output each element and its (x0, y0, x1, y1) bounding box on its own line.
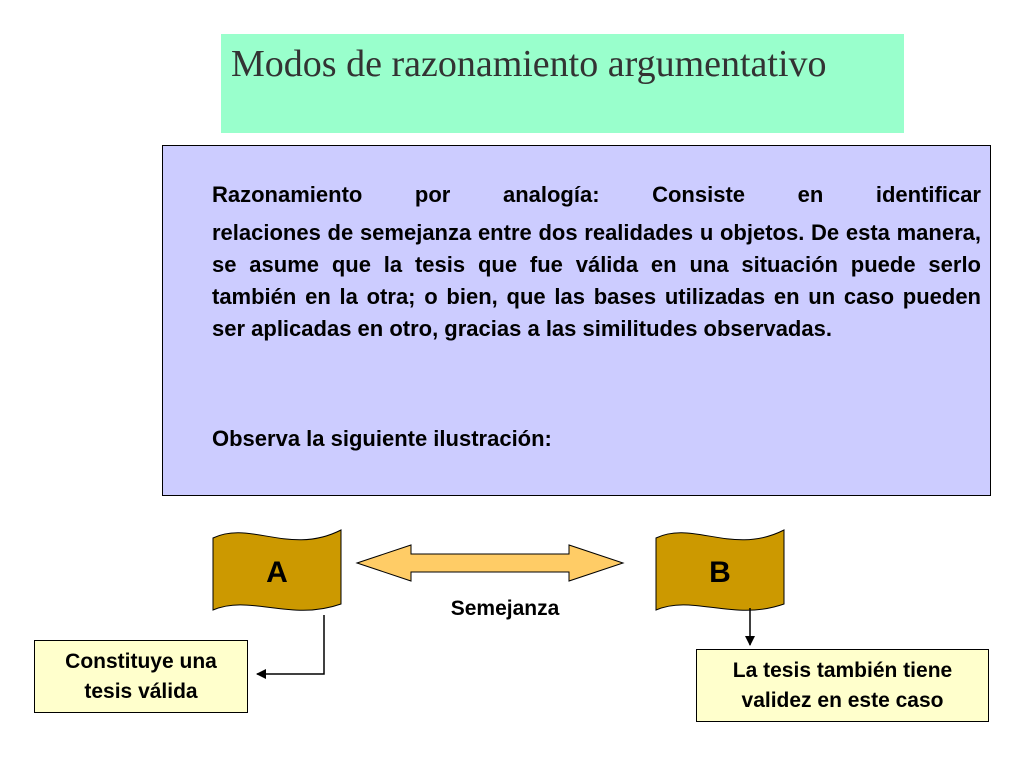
left-note-line1: Constituye una (65, 649, 217, 673)
observe-instruction: Observa la siguiente ilustración: (212, 426, 552, 451)
similarity-label: Semejanza (450, 597, 560, 620)
page-title: Modos de razonamiento argumentativo (231, 43, 827, 85)
definition-paragraph: Razonamiento por analogía: Consiste en i… (212, 179, 981, 345)
title-banner: Modos de razonamiento argumentativo (221, 34, 904, 133)
right-note-line2: validez en este caso (741, 688, 944, 712)
flag-a-shape (212, 529, 342, 611)
flag-b-shape (655, 529, 785, 611)
connector-a-to-note (256, 615, 325, 679)
right-note-box: La tesis también tiene validez en este c… (696, 649, 989, 722)
similarity-double-arrow (355, 544, 625, 582)
definition-box: Razonamiento por analogía: Consiste en i… (162, 145, 991, 496)
left-note-box: Constituye una tesis válida (34, 640, 248, 713)
definition-first-line: Razonamiento por analogía: Consiste en i… (212, 182, 981, 207)
flag-a-label: A (266, 556, 288, 589)
left-note-line2: tesis válida (84, 679, 198, 703)
flag-b-label: B (709, 556, 731, 589)
definition-body: relaciones de semejanza entre dos realid… (212, 220, 981, 341)
right-note-line1: La tesis también tiene (732, 658, 953, 682)
